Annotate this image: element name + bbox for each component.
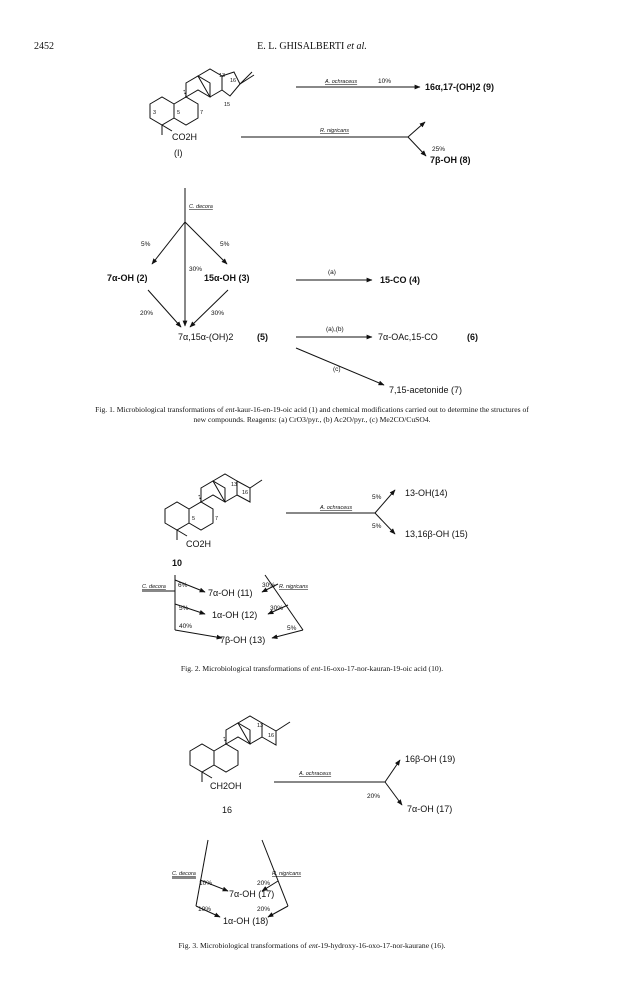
compound-1-label: (I) xyxy=(174,148,183,158)
pct-40: 40% xyxy=(179,623,192,630)
reagent-ab: (a),(b) xyxy=(326,326,344,333)
pct-20: 20% xyxy=(140,310,153,317)
figure-2-caption: Fig. 2. Microbiological transformations … xyxy=(180,664,444,673)
product-13: 7β-OH (13) xyxy=(220,635,265,645)
pct-25: 25% xyxy=(432,146,445,153)
organism-a-ochraceus: A. ochraceus xyxy=(298,771,331,777)
pct-30a: 30% xyxy=(262,582,275,589)
pct-20c: 20% xyxy=(257,906,270,913)
product-2: 7α-OH (2) xyxy=(107,273,148,283)
product-11: 7α-OH (11) xyxy=(208,588,253,598)
kaurenoic-acid-structure xyxy=(149,68,255,135)
product-9: 16α,17-(OH)2 (9) xyxy=(425,82,494,92)
pct-20b: 20% xyxy=(257,880,270,887)
oxo-nor-kaurenoic-acid-structure xyxy=(164,473,263,540)
organism-c-decora: C. decora xyxy=(172,871,196,877)
ring-number-16: 16 xyxy=(230,78,236,84)
product-4: 15-CO (4) xyxy=(380,275,420,285)
ring-number-15: 15 xyxy=(224,102,230,108)
reagent-a: (a) xyxy=(328,269,336,276)
running-head: E. L. GHISALBERTI et al. xyxy=(0,41,624,52)
ring-number-13: 13 xyxy=(231,482,237,488)
co2h-label: CO2H xyxy=(172,132,197,142)
running-head-et-al: et al. xyxy=(346,41,367,52)
page-number: 2452 xyxy=(34,41,54,52)
ring-number-5: 5 xyxy=(192,516,195,522)
pct-30b: 30% xyxy=(270,605,283,612)
pct-10b: 10% xyxy=(198,906,211,913)
pct-30a: 30% xyxy=(189,266,202,273)
ring-number-16: 16 xyxy=(242,490,248,496)
pct-10: 10% xyxy=(199,880,212,887)
product-6-number: (6) xyxy=(467,332,478,342)
ring-number-16: 16 xyxy=(268,733,274,739)
ring-number-5: 5 xyxy=(177,110,180,116)
product-17-b: 7α-OH (17) xyxy=(229,889,274,899)
organism-a-ochraceus: A. ochraceus xyxy=(324,79,357,85)
running-head-authors: E. L. GHISALBERTI xyxy=(257,41,345,52)
product-6: 7α-OAc,15-CO xyxy=(378,332,438,342)
organism-a-ochraceus: A. ochraceus xyxy=(319,505,352,511)
compound-16-label: 16 xyxy=(222,805,232,815)
ring-number-7: 7 xyxy=(200,110,203,116)
organism-c-decora: C. decora xyxy=(142,584,166,590)
pct-5a: 5% xyxy=(141,241,151,248)
product-14: 13-OH(14) xyxy=(405,488,448,498)
pct-5b: 5% xyxy=(372,523,382,530)
ring-number-7: 7 xyxy=(215,516,218,522)
ring-number-13: 13 xyxy=(257,723,263,729)
product-12: 1α-OH (12) xyxy=(212,610,257,620)
product-19: 16β-OH (19) xyxy=(405,754,455,764)
ring-number-3: 3 xyxy=(153,110,156,116)
product-5-number: (5) xyxy=(257,332,268,342)
figure-2-scheme: 13 16 7 5 CO2H 10 A. ochraceus 5% 5% 13-… xyxy=(142,473,468,645)
pct-6: 6% xyxy=(178,582,188,589)
hydroxy-oxo-nor-kaurane-structure xyxy=(189,715,291,782)
figure-1-scheme: 13 16 15 7 5 3 CO2H (I) A. ochraceus 10%… xyxy=(107,68,494,395)
product-18: 1α-OH (18) xyxy=(223,916,268,926)
product-15: 13,16β-OH (15) xyxy=(405,529,468,539)
product-3: 15α-OH (3) xyxy=(204,273,250,283)
co2h-label: CO2H xyxy=(186,539,211,549)
organism-c-decora: C. decora xyxy=(189,204,213,210)
figure-1-caption: Fig. 1. Microbiological transformations … xyxy=(95,405,529,424)
product-7: 7,15-acetonide (7) xyxy=(389,385,462,395)
compound-10-label: 10 xyxy=(172,558,182,568)
ch2oh-label: CH2OH xyxy=(210,781,242,791)
pct-5a: 5% xyxy=(372,494,382,501)
pct-5c: 5% xyxy=(179,605,189,612)
ring-number-13: 13 xyxy=(219,73,225,79)
reagent-c: (c) xyxy=(333,366,341,373)
product-17: 7α-OH (17) xyxy=(407,804,452,814)
pct-5b: 5% xyxy=(220,241,230,248)
pct-30b: 30% xyxy=(211,310,224,317)
product-5: 7α,15α-(OH)2 xyxy=(178,332,233,342)
pct-20a: 20% xyxy=(367,793,380,800)
pct-10: 10% xyxy=(378,78,391,85)
figure-3-scheme: 13 16 CH2OH 16 A. ochraceus 20% 16β-OH (… xyxy=(172,715,455,926)
organism-r-nigricans: R. nigricans xyxy=(279,584,308,590)
organism-r-nigricans: R. nigricans xyxy=(320,128,349,134)
pct-5d: 5% xyxy=(287,625,297,632)
organism-r-nigricans: R. nigricans xyxy=(272,871,301,877)
figure-3-caption: Fig. 3. Microbiological transformations … xyxy=(178,941,446,950)
product-8: 7β-OH (8) xyxy=(430,155,471,165)
